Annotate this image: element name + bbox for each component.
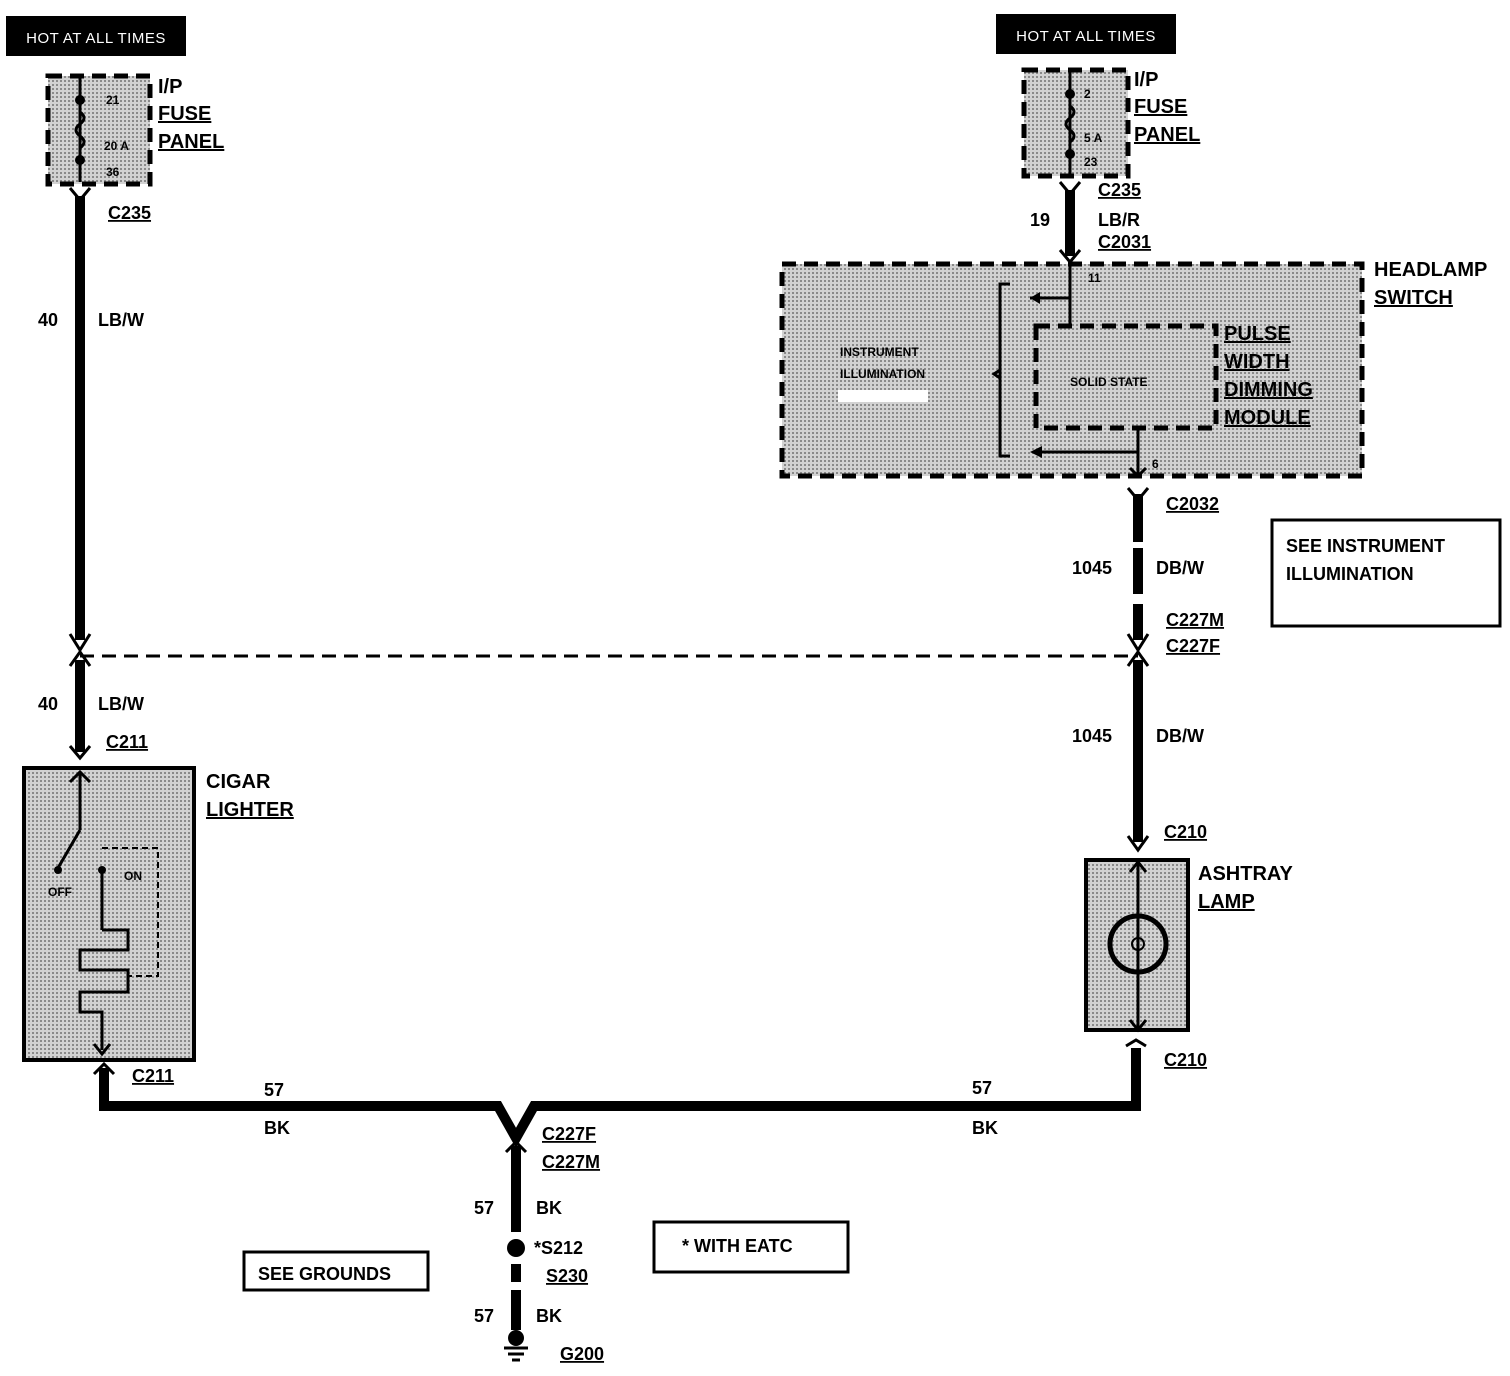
- instrument-illum-1: INSTRUMENT: [840, 345, 919, 359]
- conn-c211-out: C211: [132, 1066, 174, 1086]
- lighter-off: OFF: [48, 885, 72, 899]
- pin-6: 6: [1152, 457, 1159, 471]
- fuse-panel-right: 2 5 A 23: [1021, 67, 1131, 179]
- wire-color-dbw-lower: DB/W: [1156, 726, 1204, 746]
- pwdm-label-4: MODULE: [1224, 407, 1311, 429]
- note-see-instrument-illumination: SEE INSTRUMENT ILLUMINATION: [1270, 518, 1502, 628]
- conn-c227m-ground: C227M: [542, 1152, 600, 1172]
- svg-text:SEE INSTRUMENT: SEE INSTRUMENT: [1286, 536, 1445, 556]
- wire-1045-dbw-upper: [1126, 487, 1150, 653]
- cigar-label-1: CIGAR: [206, 771, 271, 793]
- ground-g200: G200: [560, 1344, 604, 1364]
- conn-c210-out: C210: [1164, 1050, 1207, 1070]
- svg-text:20 A: 20 A: [104, 139, 129, 153]
- ashtray-label-1: ASHTRAY: [1198, 863, 1293, 885]
- svg-text:I/P: I/P: [158, 76, 182, 98]
- drop-color-2: BK: [536, 1306, 562, 1326]
- fuse-panel-left-label: I/P FUSE PANEL: [158, 76, 224, 153]
- fuse-panel-right-label: I/P FUSE PANEL: [1134, 69, 1200, 146]
- svg-text:2: 2: [1084, 87, 1091, 101]
- drop-color-1: BK: [536, 1198, 562, 1218]
- wire-num-40-lower: 40: [38, 694, 58, 714]
- ground-right-color: BK: [972, 1118, 998, 1138]
- svg-text:FUSE: FUSE: [158, 103, 211, 125]
- lighter-on: ON: [124, 869, 142, 883]
- conn-c227f-ground: C227F: [542, 1124, 596, 1144]
- ashtray-lamp: [1084, 858, 1190, 1033]
- ground-left-num: 57: [264, 1080, 284, 1100]
- dimming-module: SOLID STATE 6: [1030, 323, 1219, 479]
- conn-c2031: C2031: [1098, 232, 1151, 252]
- hot-at-all-times-left: HOT AT ALL TIMES: [6, 16, 186, 56]
- wire-color-lbw-lower: LB/W: [98, 694, 144, 714]
- headlamp-label-1: HEADLAMP: [1374, 259, 1487, 281]
- conn-c235-right: C235: [1098, 180, 1141, 200]
- svg-text:ILLUMINATION: ILLUMINATION: [1286, 564, 1414, 584]
- instrument-illum-2: ILLUMINATION: [840, 367, 925, 381]
- wire-40-lbw-upper: [68, 187, 92, 653]
- headlamp-label-2: SWITCH: [1374, 287, 1453, 309]
- wire-1045-dbw-lower: [1126, 649, 1150, 853]
- wire-num-40-upper: 40: [38, 310, 58, 330]
- pwdm-label-3: DIMMING: [1224, 379, 1313, 401]
- splice-s230: S230: [546, 1266, 588, 1286]
- svg-text:PANEL: PANEL: [1134, 124, 1200, 146]
- ground-left-color: BK: [264, 1118, 290, 1138]
- splice-s212: *S212: [534, 1238, 583, 1258]
- wire-color-lbr: LB/R: [1098, 210, 1140, 230]
- svg-text:36: 36: [106, 165, 120, 179]
- wire-40-lbw-lower: [68, 649, 92, 761]
- svg-text:HOT AT ALL TIMES: HOT AT ALL TIMES: [26, 30, 166, 47]
- conn-c211-in: C211: [106, 732, 148, 752]
- cigar-label-2: LIGHTER: [206, 799, 294, 821]
- ground-wire-57-bk: [92, 1038, 1147, 1362]
- conn-c235-left: C235: [108, 203, 151, 223]
- cigar-lighter: OFF ON: [22, 766, 196, 1062]
- wire-color-dbw-upper: DB/W: [1156, 558, 1204, 578]
- conn-c227f-right: C227F: [1166, 636, 1220, 656]
- drop-num-2: 57: [474, 1306, 494, 1326]
- svg-text:FUSE: FUSE: [1134, 96, 1187, 118]
- note-with-eatc: * WITH EATC: [652, 1220, 850, 1274]
- ground-right-num: 57: [972, 1078, 992, 1098]
- wire-num-19: 19: [1030, 210, 1050, 230]
- drop-num-1: 57: [474, 1198, 494, 1218]
- wire-num-1045-upper: 1045: [1072, 558, 1112, 578]
- conn-c210-in: C210: [1164, 822, 1207, 842]
- svg-text:I/P: I/P: [1134, 69, 1158, 91]
- wire-color-lbw-upper: LB/W: [98, 310, 144, 330]
- ashtray-label-2: LAMP: [1198, 891, 1255, 913]
- conn-c227m-right: C227M: [1166, 610, 1224, 630]
- note-see-grounds: SEE GROUNDS: [242, 1250, 430, 1292]
- pwdm-label-2: WIDTH: [1224, 351, 1290, 373]
- pin-11: 11: [1088, 271, 1101, 285]
- svg-text:21: 21: [106, 93, 120, 107]
- wire-19-lbr: [1058, 181, 1082, 265]
- svg-text:HOT AT ALL TIMES: HOT AT ALL TIMES: [1016, 28, 1156, 45]
- svg-text:PANEL: PANEL: [158, 131, 224, 153]
- svg-text:23: 23: [1084, 155, 1098, 169]
- svg-text:5 A: 5 A: [1084, 131, 1103, 145]
- svg-text:SEE GROUNDS: SEE GROUNDS: [258, 1264, 391, 1284]
- fuse-panel-left: 21 20 A 36: [45, 73, 153, 187]
- conn-c2032: C2032: [1166, 494, 1219, 514]
- hot-at-all-times-right: HOT AT ALL TIMES: [996, 14, 1176, 54]
- svg-text:* WITH EATC: * WITH EATC: [682, 1236, 793, 1256]
- pwdm-label-1: PULSE: [1224, 323, 1291, 345]
- wire-num-1045-lower: 1045: [1072, 726, 1112, 746]
- solid-state: SOLID STATE: [1070, 375, 1148, 389]
